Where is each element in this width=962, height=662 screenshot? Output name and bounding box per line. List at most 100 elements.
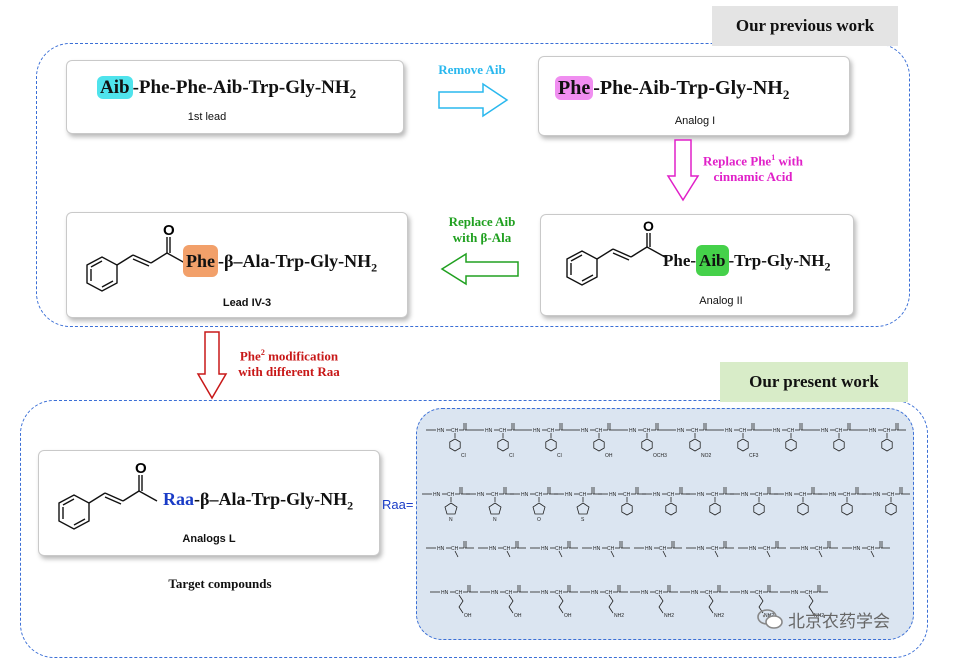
svg-text:CH: CH [623, 492, 631, 498]
svg-text:CH: CH [595, 428, 603, 434]
analog-i-sequence: Phe-Phe-Aib-Trp-Gly-NH2 [555, 76, 789, 103]
svg-text:CH: CH [763, 546, 771, 552]
svg-text:CH: CH [579, 492, 587, 498]
svg-text:HN: HN [821, 428, 829, 434]
raa-equals-label: Raa= [382, 497, 414, 512]
svg-text:CH: CH [711, 492, 719, 498]
watermark: 北京农药学会 [756, 604, 890, 634]
svg-text:HN: HN [491, 590, 499, 596]
svg-text:HN: HN [645, 546, 653, 552]
svg-text:CH: CH [667, 492, 675, 498]
svg-text:CH: CH [739, 428, 747, 434]
svg-text:Cl: Cl [509, 453, 514, 459]
svg-text:CH: CH [535, 492, 543, 498]
svg-text:CH: CH [815, 546, 823, 552]
svg-text:HN: HN [641, 590, 649, 596]
raa-residue-structure: HN CH [762, 423, 810, 452]
phe-orange-highlight: Phe [183, 245, 218, 277]
svg-text:HN: HN [869, 428, 877, 434]
raa-structures-panel [416, 408, 914, 640]
svg-text:CF3: CF3 [749, 453, 759, 459]
raa-residue-structure: HN CH [686, 487, 734, 516]
phe-highlight: Phe [555, 76, 594, 100]
svg-text:CH: CH [755, 492, 763, 498]
svg-text:HN: HN [725, 428, 733, 434]
svg-text:HN: HN [433, 492, 441, 498]
replace-aib-arrow [440, 252, 519, 286]
svg-text:HN: HN [593, 546, 601, 552]
svg-text:HN: HN [741, 590, 749, 596]
svg-text:CH: CH [787, 428, 795, 434]
svg-text:HN: HN [829, 492, 837, 498]
svg-text:OH: OH [605, 453, 613, 459]
svg-text:Cl: Cl [461, 453, 466, 459]
svg-text:CH: CH [605, 590, 613, 596]
svg-text:CH: CH [843, 492, 851, 498]
svg-text:HN: HN [565, 492, 573, 498]
analog-ii-sequence: Phe-Aib-Trp-Gly-NH2 [663, 245, 831, 276]
svg-text:HN: HN [741, 492, 749, 498]
svg-text:CH: CH [887, 492, 895, 498]
svg-text:HN: HN [653, 492, 661, 498]
previous-work-panel [36, 43, 910, 327]
lead-iv3-caption: Lead IV-3 [222, 297, 272, 309]
svg-text:HN: HN [801, 546, 809, 552]
svg-text:HN: HN [437, 428, 445, 434]
first-lead-card: Aib-Phe-Phe-Aib-Trp-Gly-NH2 1st lead [66, 60, 404, 134]
svg-text:HN: HN [581, 428, 589, 434]
svg-text:CH: CH [547, 428, 555, 434]
svg-text:CH: CH [883, 428, 891, 434]
svg-text:HN: HN [749, 546, 757, 552]
cinnamoyl-structure: O [86, 222, 186, 292]
phe2-modification-label: Phe2 modification with different Raa [238, 348, 340, 380]
svg-text:HN: HN [773, 428, 781, 434]
svg-text:HN: HN [629, 428, 637, 434]
svg-text:CH: CH [451, 428, 459, 434]
svg-text:CH: CH [499, 428, 507, 434]
svg-text:CH: CH [867, 546, 875, 552]
svg-text:HN: HN [477, 492, 485, 498]
svg-text:OH: OH [514, 613, 522, 619]
svg-text:CH: CH [555, 546, 563, 552]
analog-ii-caption: Analog II [699, 295, 743, 307]
svg-text:HN: HN [489, 546, 497, 552]
first-lead-caption: 1st lead [187, 111, 227, 123]
svg-text:CH: CH [835, 428, 843, 434]
analogs-l-card: O Raa-β–Ala-Trp-Gly-NH2 Analogs L [38, 450, 380, 556]
wechat-icon [757, 609, 783, 629]
svg-text:CH: CH [607, 546, 615, 552]
lead-iv3-sequence: Phe-β–Ala-Trp-Gly-NH2 [183, 245, 377, 277]
svg-text:NH2: NH2 [664, 613, 674, 619]
svg-text:HN: HN [591, 590, 599, 596]
svg-text:HN: HN [697, 546, 705, 552]
svg-text:HN: HN [697, 492, 705, 498]
svg-text:OCH3: OCH3 [653, 453, 667, 459]
svg-text:HN: HN [441, 590, 449, 596]
raa-residue-structure: HN CH [730, 487, 778, 516]
svg-text:HN: HN [853, 546, 861, 552]
svg-text:HN: HN [677, 428, 685, 434]
carbonyl-oxygen: O [163, 222, 175, 239]
svg-text:NH2: NH2 [714, 613, 724, 619]
svg-text:CH: CH [691, 428, 699, 434]
svg-text:HN: HN [485, 428, 493, 434]
lead-iv3-card: O Phe-β–Ala-Trp-Gly-NH2 Lead IV-3 [66, 212, 408, 318]
svg-text:HN: HN [521, 492, 529, 498]
raa-residue-structure: HN CH [818, 487, 866, 516]
carbonyl-oxygen: O [135, 460, 147, 477]
svg-text:HN: HN [691, 590, 699, 596]
first-lead-sequence: Aib-Phe-Phe-Aib-Trp-Gly-NH2 [97, 76, 356, 102]
